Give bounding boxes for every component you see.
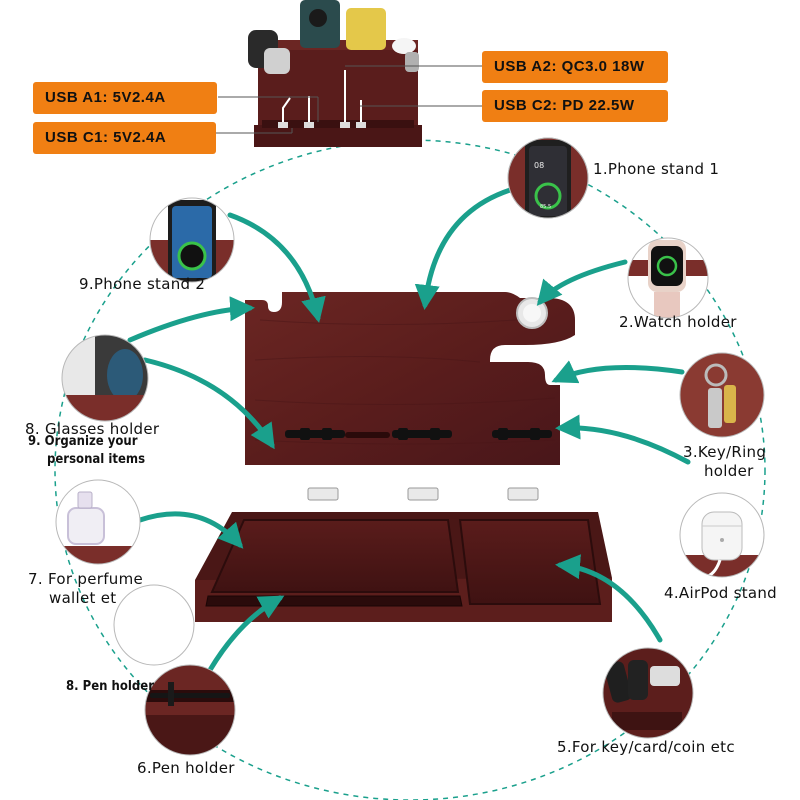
perfume-label-line2: wallet et: [49, 589, 117, 607]
phone-stand-1-label: 1.Phone stand 1: [593, 160, 720, 178]
phone-time-text: 08: [534, 161, 544, 170]
phone-battery-text: 85.5: [540, 204, 551, 210]
pen-holder-8-label: 8. Pen holder: [66, 679, 154, 694]
glasses-holder-label: 8. Glasses holder: [25, 420, 160, 438]
key-card-coin-label: 5.For key/card/coin etc: [557, 738, 735, 756]
usb-a1-label: USB A1: 5V2.4A: [33, 82, 217, 114]
pen-holder-thumbnail: [144, 664, 236, 756]
watch-holder-thumbnail: [627, 237, 709, 319]
watch-holder-label: 2.Watch holder: [619, 313, 737, 331]
perfume-label-line1: 7. For perfume: [28, 570, 144, 588]
back-panel: [245, 292, 575, 465]
key-ring-holder-label-line1: 3.Key/Ring: [683, 443, 767, 461]
phone-stand-2-thumbnail: [149, 197, 235, 283]
right-compartment: [458, 519, 602, 605]
usb-c2-label: USB C2: PD 22.5W: [482, 90, 668, 122]
glasses-holder-thumbnail: [61, 334, 149, 422]
organize-label-line2: personal items: [47, 452, 146, 467]
usb-c1-label: USB C1: 5V2.4A: [33, 122, 216, 154]
pen-groove: [205, 595, 463, 607]
wooden-organizer: [195, 292, 612, 622]
phone-stand-2-label: 9.Phone stand 2: [79, 275, 206, 293]
phone-stand-1-thumbnail: 08 85.5: [507, 137, 589, 219]
pen-holder-6-label: 6.Pen holder: [137, 759, 235, 777]
airpod-stand-thumbnail: [679, 492, 765, 578]
key-ring-holder-thumbnail: [679, 352, 765, 438]
usb-a2-label: USB A2: QC3.0 18W: [482, 51, 668, 83]
key-card-coin-thumbnail: [602, 647, 694, 739]
perfume-thumbnail: [55, 479, 141, 565]
callout-arrows: [127, 187, 691, 673]
airpod-stand-label: 4.AirPod stand: [664, 584, 778, 602]
organize-label-line1: 9. Organize your: [28, 434, 138, 449]
key-ring-holder-label-line2: holder: [704, 462, 754, 480]
top-charging-photo: [216, 0, 482, 147]
pen-holder-8-thumbnail: [113, 584, 195, 666]
left-compartment: [210, 519, 460, 593]
